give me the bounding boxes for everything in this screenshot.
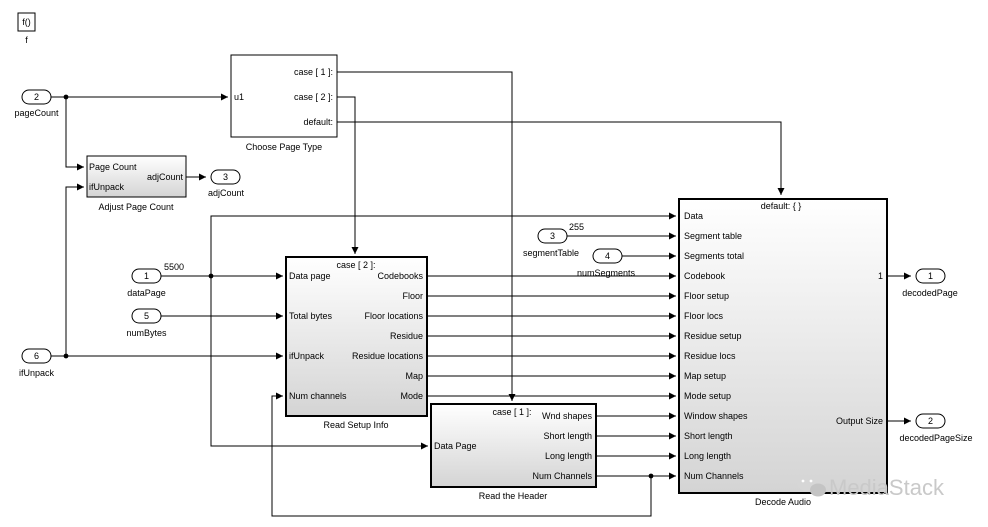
read-setup-output-residue-locations: Residue locations — [352, 351, 424, 361]
inport-pagecount[interactable]: 2 pageCount — [14, 89, 59, 118]
constant-numsegments[interactable]: 4 numSegments — [577, 248, 636, 278]
decode-audio-title: Decode Audio — [755, 497, 811, 507]
wechat-icon — [797, 475, 826, 497]
decode-input-residue-locs: Residue locs — [684, 351, 736, 361]
read-header-output-num-channels: Num Channels — [532, 471, 592, 481]
read-setup-info-title: Read Setup Info — [323, 420, 388, 430]
adjust-page-count-block[interactable]: Page Count ifUnpack adjCount Adjust Page… — [86, 155, 187, 212]
svg-text:6: 6 — [34, 351, 39, 361]
choose-output-case1: case [ 1 ]: — [294, 67, 333, 77]
decode-output-size: Output Size — [836, 416, 883, 426]
choose-page-type-title: Choose Page Type — [246, 142, 322, 152]
signal-lines — [51, 71, 911, 517]
inport-ifunpack-label: ifUnpack — [19, 368, 55, 378]
choose-page-type-block[interactable]: u1 case [ 1 ]: case [ 2 ]: default: Choo… — [230, 54, 338, 152]
adjust-page-count-title: Adjust Page Count — [98, 202, 174, 212]
function-block-label: f — [25, 35, 28, 45]
decode-audio-block[interactable]: default: { } Data Segment table Segments… — [678, 198, 888, 507]
inport-datapage-label: dataPage — [127, 288, 166, 298]
decode-input-map-setup: Map setup — [684, 371, 726, 381]
read-setup-output-residue: Residue — [390, 331, 423, 341]
constant-numsegments-label: numSegments — [577, 268, 636, 278]
svg-text:2: 2 — [928, 416, 933, 426]
datapage-value-label: 5500 — [164, 262, 184, 272]
outport-decodedpagesize-label: decodedPageSize — [899, 433, 972, 443]
inport-datapage[interactable]: 1 dataPage — [127, 268, 166, 298]
read-setup-input-ifunpack: ifUnpack — [289, 351, 325, 361]
outport-decodedpage[interactable]: 1 decodedPage — [902, 268, 958, 298]
function-block[interactable]: f() f — [17, 12, 36, 45]
adjust-output-adjcount: adjCount — [147, 172, 184, 182]
decode-input-data: Data — [684, 211, 703, 221]
decode-input-short-length: Short length — [684, 431, 733, 441]
segmenttable-value-label: 255 — [569, 222, 584, 232]
choose-input-u1: u1 — [234, 92, 244, 102]
adjust-input-ifunpack: ifUnpack — [89, 182, 125, 192]
outport-decodedpagesize[interactable]: 2 decodedPageSize — [899, 413, 973, 443]
decode-input-residue-setup: Residue setup — [684, 331, 742, 341]
outport-decodedpage-label: decodedPage — [902, 288, 958, 298]
svg-text:4: 4 — [605, 251, 610, 261]
read-setup-input-num-channels: Num channels — [289, 391, 347, 401]
inport-pagecount-label: pageCount — [14, 108, 59, 118]
watermark: MediaStack — [797, 475, 945, 500]
svg-text:2: 2 — [34, 92, 39, 102]
read-setup-header: case [ 2 ]: — [336, 260, 375, 270]
read-header-title: Read the Header — [479, 491, 548, 501]
decode-input-long-length: Long length — [684, 451, 731, 461]
svg-text:3: 3 — [550, 231, 555, 241]
decode-input-floor-locs: Floor locs — [684, 311, 724, 321]
decode-input-codebook: Codebook — [684, 271, 726, 281]
inport-ifunpack[interactable]: 6 ifUnpack — [19, 348, 55, 378]
read-setup-input-total-bytes: Total bytes — [289, 311, 333, 321]
function-block-icon: f() — [22, 17, 31, 27]
inport-numbytes-label: numBytes — [126, 328, 167, 338]
svg-text:1: 1 — [144, 271, 149, 281]
read-setup-output-floor-locations: Floor locations — [364, 311, 423, 321]
decode-input-segment-table: Segment table — [684, 231, 742, 241]
watermark-text: MediaStack — [829, 475, 945, 500]
decode-input-mode-setup: Mode setup — [684, 391, 731, 401]
read-header-output-long-length: Long length — [545, 451, 592, 461]
choose-output-default: default: — [303, 117, 333, 127]
read-setup-output-map: Map — [405, 371, 423, 381]
read-setup-output-codebooks: Codebooks — [377, 271, 423, 281]
decode-input-segments-total: Segments total — [684, 251, 744, 261]
read-header-output-wnd-shapes: Wnd shapes — [542, 411, 593, 421]
outport-adjcount-label: adjCount — [208, 188, 245, 198]
svg-text:3: 3 — [223, 172, 228, 182]
constant-segmenttable-label: segmentTable — [523, 248, 579, 258]
svg-text:5: 5 — [144, 311, 149, 321]
svg-text:1: 1 — [928, 271, 933, 281]
outport-adjcount[interactable]: 3 adjCount — [208, 169, 245, 198]
read-header-block[interactable]: case [ 1 ]: Data Page Wnd shapes Short l… — [430, 403, 597, 501]
decode-output-1: 1 — [878, 271, 883, 281]
read-header-header: case [ 1 ]: — [492, 407, 531, 417]
decode-input-num-channels: Num Channels — [684, 471, 744, 481]
decode-header: default: { } — [761, 201, 802, 211]
read-setup-output-mode: Mode — [400, 391, 423, 401]
read-header-input-data-page: Data Page — [434, 441, 477, 451]
choose-output-case2: case [ 2 ]: — [294, 92, 333, 102]
read-setup-output-floor: Floor — [402, 291, 423, 301]
constant-segmenttable[interactable]: 3 segmentTable — [523, 228, 579, 258]
adjust-input-page-count: Page Count — [89, 162, 137, 172]
read-setup-info-block[interactable]: case [ 2 ]: Data page Total bytes ifUnpa… — [285, 256, 428, 430]
decode-input-window-shapes: Window shapes — [684, 411, 748, 421]
decode-input-floor-setup: Floor setup — [684, 291, 729, 301]
read-header-output-short-length: Short length — [543, 431, 592, 441]
read-setup-input-data-page: Data page — [289, 271, 331, 281]
inport-numbytes[interactable]: 5 numBytes — [126, 308, 167, 338]
